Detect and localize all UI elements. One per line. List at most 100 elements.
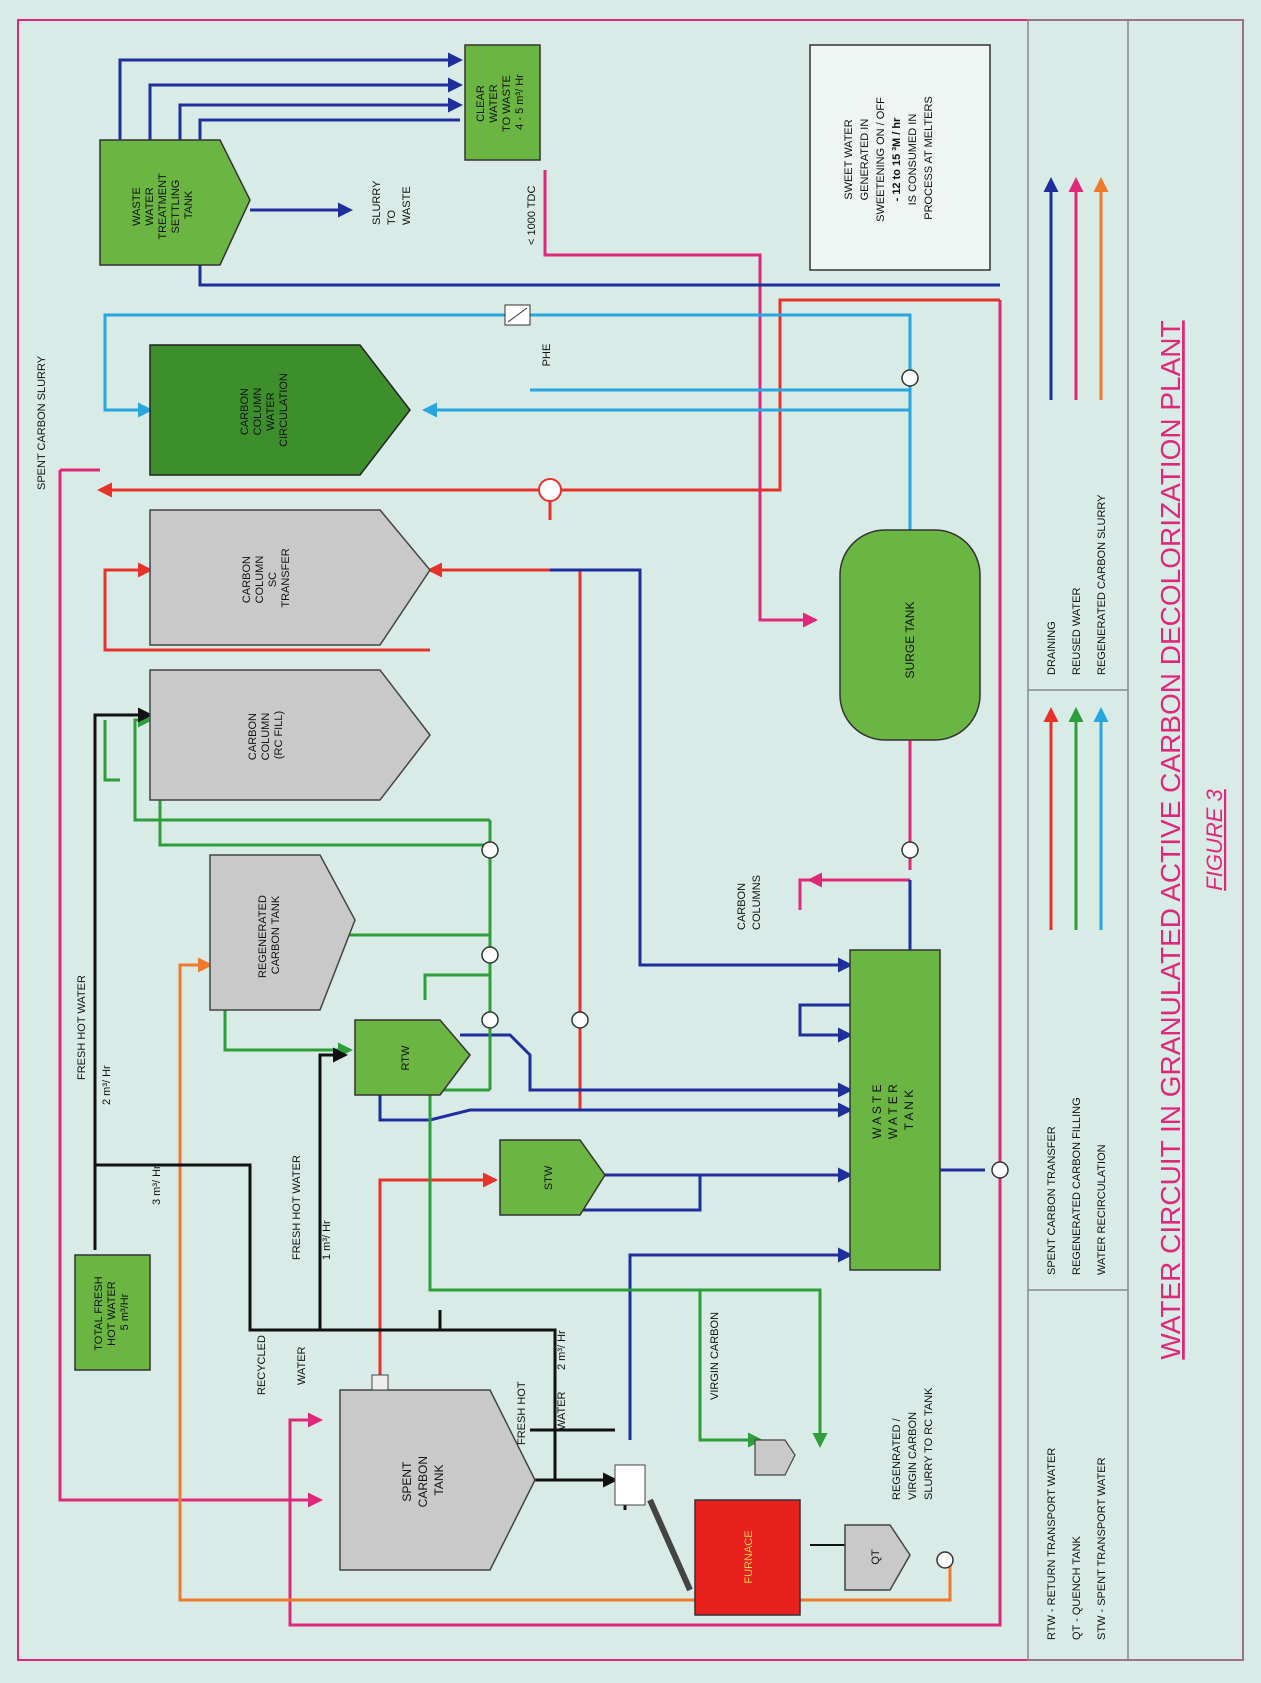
sweet-line-1: SWEET WATER: [843, 119, 855, 200]
wwt2-line-2: W A T E R: [886, 1084, 900, 1139]
abbr-stw: STW - SPENT TRANSPORT WATER: [1096, 1457, 1108, 1640]
clear-water-line-2: WATER: [488, 84, 500, 123]
slurry-to-waste-line-2: TO: [386, 209, 398, 225]
pump-icon: [481, 946, 499, 964]
stw-label: STW: [543, 1165, 555, 1190]
recycled-label: RECYCLED: [256, 1335, 268, 1395]
pump-icon: [481, 1011, 499, 1029]
fresh-hot-water-label-2: FRESH HOT WATER: [291, 1155, 303, 1260]
ccrc-line-3: (RC FILL): [273, 711, 285, 759]
quench-tank: [844, 1524, 911, 1591]
sweet-water-note: [809, 44, 991, 271]
flow-1-label: 1 m³/ Hr: [321, 1220, 333, 1260]
tfhw-line-3: 5 m³/Hr: [119, 1293, 131, 1330]
spent-carbon-slurry-label: SPENT CARBON SLURRY: [36, 355, 48, 490]
regenerated-carbon-tank: [209, 854, 356, 1011]
svg-text:CARBON COLUMN SC T: CARBON COLUMN SC TRANSFER: [241, 548, 292, 607]
sweet-line-6: PROCESS AT MELTERS: [923, 96, 935, 219]
pump-icon: [991, 1161, 1009, 1179]
fresh-hot-label-3: FRESH HOT: [516, 1381, 528, 1445]
legend-label-regen-slurry: REGENERATED CARBON SLURRY: [1096, 494, 1108, 675]
abbr-rtw: RTW - RETURN TRANSPORT WATER: [1046, 1448, 1058, 1640]
virgin-carbon-label: VIRGIN CARBON: [709, 1312, 721, 1400]
wwt2-line-3: T A N K: [902, 1090, 916, 1130]
feeder-chute: [647, 1498, 693, 1592]
carbon-column-rc-fill: [149, 669, 431, 801]
legend-label-draining: DRAINING: [1046, 621, 1058, 675]
legend-label-water-recirc: WATER RECIRCULATION: [1096, 1144, 1108, 1275]
tfhw-line-2: HOT WATER: [106, 1281, 118, 1346]
qt-label: QT: [870, 1549, 882, 1565]
wwt-line-2: WATER: [144, 187, 156, 226]
fresh-hot-water-label-1: FRESH HOT WATER: [76, 975, 88, 1080]
carbon-column-water-circulation: [149, 344, 411, 476]
sct-line-2: CARBON: [416, 1456, 430, 1507]
ccsc-line-3: SC: [267, 572, 279, 587]
pump-icon: [571, 1011, 589, 1029]
pump-icon: [901, 369, 919, 387]
svg-text:CARBON COLUMN (RC FILL: CARBON COLUMN (RC FILL): [247, 710, 285, 761]
feeder-hopper: [614, 1464, 646, 1506]
furnace: [694, 1499, 801, 1616]
surge-tank: [839, 529, 981, 741]
ccsc-line-4: TRANSFER: [280, 548, 292, 607]
carbon-columns-line-2: COLUMNS: [751, 875, 763, 930]
ccwc-line-1: CARBON: [239, 388, 251, 435]
pump-icon: [901, 841, 919, 859]
ccwc-line-3: WATER: [265, 392, 277, 431]
water-label-3: WATER: [556, 1391, 568, 1430]
svg-text:TOTAL FRESH HOT WATER: TOTAL FRESH HOT WATER 5 m³/Hr: [93, 1273, 131, 1350]
sweet-line-4: - 12 to 15 ³M / hr: [891, 117, 903, 201]
pump-icon: [936, 1551, 954, 1569]
legend-label-reused-water: REUSED WATER: [1071, 588, 1083, 675]
wwt-line-1: WASTE: [131, 187, 143, 226]
svg-text:SPENT CARBON TANK: SPENT CARBON TANK: [400, 1453, 446, 1508]
legend-frame: [1027, 19, 1244, 1661]
flow-2-label: 2 m³/ Hr: [101, 1065, 113, 1105]
virgin-carbon-hopper: [754, 1439, 796, 1476]
slurry-to-waste-line-1: SLURRY: [371, 180, 383, 225]
ccsc-line-1: CARBON: [241, 556, 253, 603]
legend-label-spent-transfer: SPENT CARBON TRANSFER: [1046, 1126, 1058, 1275]
wwt-line-3: TREATMENT: [157, 173, 169, 240]
regen-slurry-line-1: REGENRATED /: [891, 1417, 903, 1500]
flow-2b-label: 2 m³/ Hr: [556, 1330, 568, 1370]
rtw-tank: [354, 1019, 471, 1096]
figure-title: WATER CIRCUIT IN GRANULATED ACTIVE CARBO…: [1155, 320, 1186, 1359]
ccwc-line-4: CIRCULATION: [278, 373, 290, 447]
stw-tank: [499, 1139, 606, 1216]
surge-tank-label: SURGE TANK: [903, 602, 917, 679]
rtw-label: RTW: [400, 1045, 412, 1070]
spent-carbon-tank: [339, 1389, 536, 1571]
svg-text:W A S T E W A T E R T: W A S T E W A T E R T A N K: [870, 1081, 916, 1139]
ccsc-line-2: COLUMN: [254, 556, 266, 604]
sweet-line-3: SWEETENING ON / OFF: [875, 97, 887, 222]
regen-slurry-line-3: SLURRY TO RC TANK: [923, 1387, 935, 1500]
carbon-columns-label: CARBON COLUMNS: [736, 875, 763, 930]
wwt-line-5: TANK: [183, 190, 195, 219]
wwt-line-4: SETTLING: [170, 180, 182, 234]
carbon-columns-line-1: CARBON: [736, 883, 748, 930]
flow-3-label: 3 m³/ Hr: [151, 1165, 163, 1205]
svg-text:SWEET WATER GENERATED IN: SWEET WATER GENERATED IN SWEETENING ON /…: [843, 94, 935, 222]
recycled-water-label: WATER: [296, 1346, 308, 1385]
svg-text:REGENERATED CARBON TANK: REGENERATED CARBON TANK: [257, 892, 282, 978]
ccrc-line-2: COLUMN: [260, 713, 272, 761]
clear-water-line-4: 4 - 5 m³/ Hr: [514, 74, 526, 130]
rct-line-2: CARBON TANK: [270, 895, 282, 974]
clear-water-line-3: TO WASTE: [501, 75, 513, 132]
tdc-label: < 1000 TDC: [526, 186, 538, 245]
figure-subtitle: FIGURE 3: [1202, 789, 1227, 891]
wwt2-line-1: W A S T E: [870, 1085, 884, 1139]
regen-slurry-label: REGENRATED / VIRGIN CARBON SLURRY TO RC …: [891, 1387, 935, 1500]
slurry-to-waste-label: SLURRY TO WASTE: [371, 178, 413, 225]
total-fresh-hot-water-box: [74, 1254, 151, 1371]
sweet-line-2: GENERATED IN: [859, 119, 871, 201]
svg-text:CLEAR WATER TO WASTE: CLEAR WATER TO WASTE 4 - 5 m³/ Hr: [475, 72, 526, 132]
sct-line-3: TANK: [432, 1464, 446, 1495]
valve-icon: [538, 478, 562, 502]
regen-slurry-line-2: VIRGIN CARBON: [907, 1412, 919, 1500]
furnace-label: FURNACE: [743, 1530, 755, 1583]
